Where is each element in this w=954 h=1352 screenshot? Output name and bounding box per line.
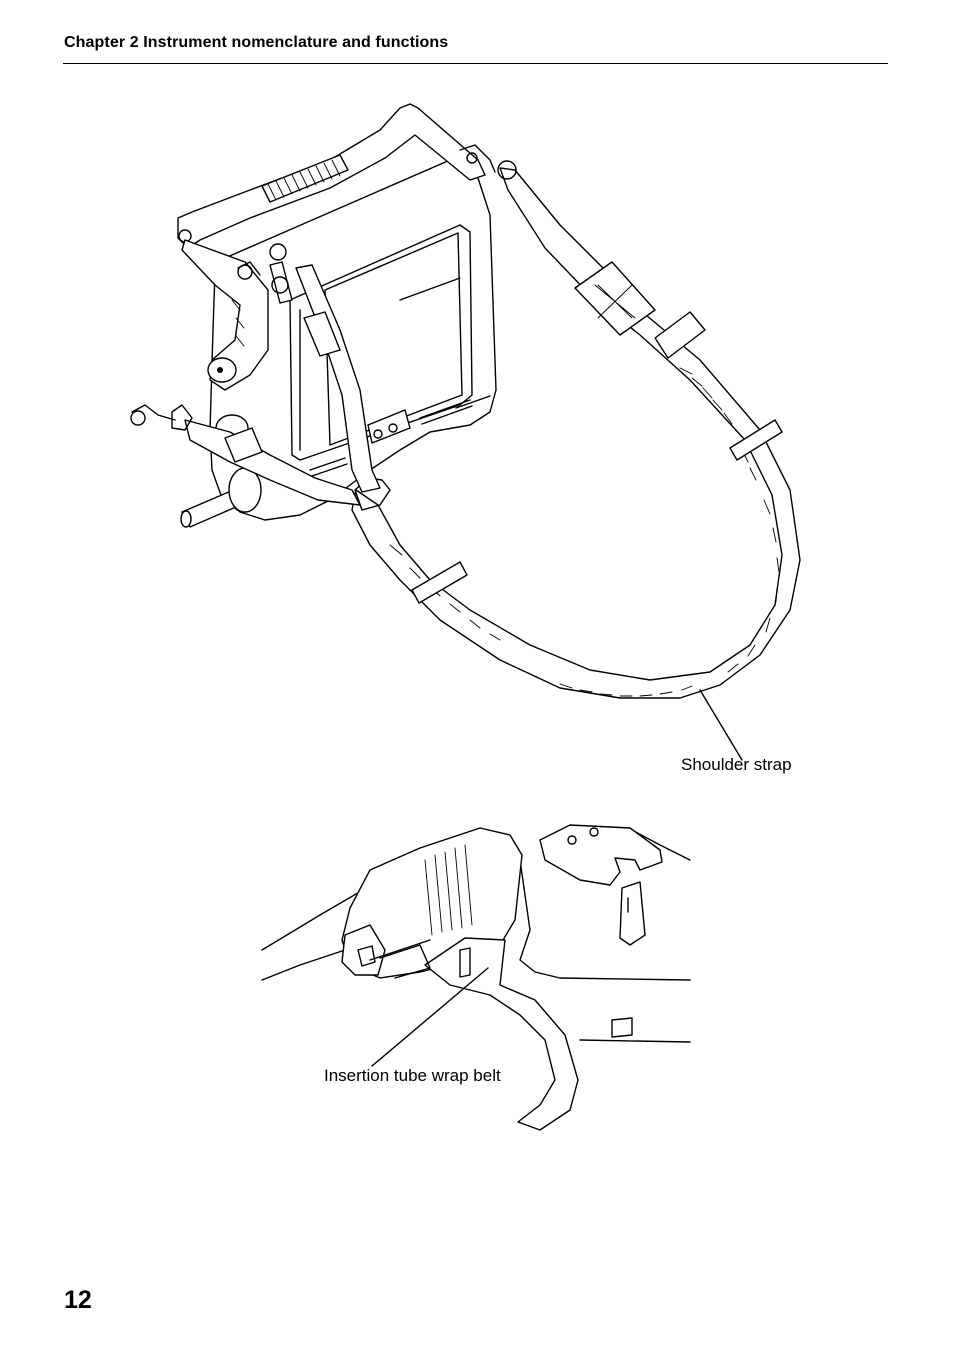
shoulder-strap-leader bbox=[699, 689, 743, 761]
chapter-header: Chapter 2 Instrument nomenclature and fu… bbox=[64, 34, 449, 51]
instrument-corner bbox=[261, 824, 691, 1043]
side-bracket bbox=[181, 239, 269, 391]
shoulder-strap-label: Shoulder strap bbox=[681, 755, 792, 774]
carry-handle bbox=[177, 103, 486, 249]
shoulder-strap-illustration bbox=[130, 103, 801, 761]
page-number: 12 bbox=[64, 1286, 92, 1314]
strap bbox=[351, 167, 801, 699]
wrap-belt-leader bbox=[371, 967, 489, 1067]
wrap-belt-label: Insertion tube wrap belt bbox=[324, 1066, 501, 1085]
wrap-belt bbox=[369, 937, 579, 1131]
snap-hooks bbox=[130, 144, 517, 431]
header-rule bbox=[63, 63, 888, 64]
inner-strap bbox=[184, 261, 381, 506]
